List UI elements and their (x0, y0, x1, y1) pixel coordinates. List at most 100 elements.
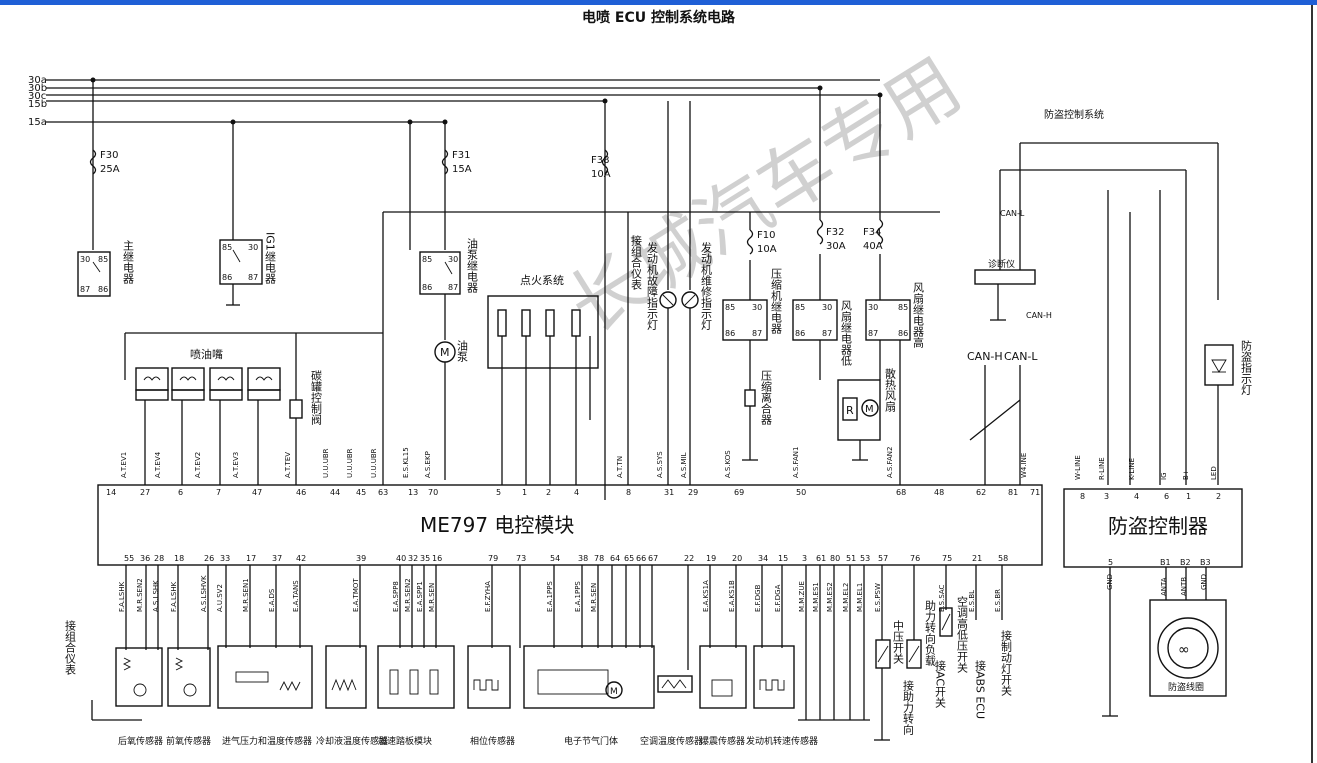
svg-text:B3: B3 (1200, 558, 1211, 567)
diagnostic-connector: 诊断仪 CAN-H (974, 258, 1052, 321)
svg-text:ANTA: ANTA (1160, 577, 1168, 596)
svg-text:M: M (610, 687, 618, 697)
svg-text:53: 53 (860, 554, 870, 563)
svg-text:32: 32 (408, 554, 418, 563)
svg-text:25A: 25A (100, 164, 120, 175)
fuel-pump-relay-label: 油泵继电器 (466, 237, 479, 294)
rail-label: 30a (28, 75, 47, 86)
svg-text:B1: B1 (1160, 558, 1171, 567)
svg-text:M.R.SEN: M.R.SEN (428, 583, 436, 612)
svg-text:35: 35 (420, 554, 430, 563)
svg-text:67: 67 (648, 554, 658, 563)
ig1-relay-label: IG1继电器 (264, 232, 277, 284)
svg-text:加速踏板模块: 加速踏板模块 (378, 735, 432, 747)
svg-text:A.T.EV4: A.T.EV4 (154, 451, 162, 478)
side-labels: 接组合仪表 中压开关 接助力转向 助力转向负载 空调高低压开关 接AC开关 接A… (64, 595, 1013, 735)
svg-text:接制动灯开关: 接制动灯开关 (1000, 630, 1013, 697)
feeders (92, 80, 940, 500)
antitheft-controller-label: 防盗控制器 (1108, 514, 1208, 538)
svg-text:ANTB: ANTB (1180, 577, 1188, 596)
svg-text:58: 58 (998, 554, 1008, 563)
svg-text:85: 85 (98, 255, 108, 264)
ecu-top-pins: 14 27 6 7 47 46 44 45 63 13 70 5 1 2 4 8… (106, 488, 1040, 497)
svg-text:40A: 40A (863, 241, 883, 252)
svg-text:86: 86 (898, 329, 908, 338)
knock-sensor (699, 645, 747, 709)
svg-text:8: 8 (1080, 492, 1085, 501)
svg-text:W4.INE: W4.INE (1020, 453, 1028, 478)
svg-text:30: 30 (822, 303, 832, 312)
svg-text:4: 4 (574, 488, 579, 497)
svg-text:空调高低压开关: 空调高低压开关 (956, 595, 969, 674)
engine-fault-lamp: 发动机故障指示灯 (646, 101, 677, 485)
svg-text:U.U.UBR: U.U.UBR (370, 448, 378, 478)
svg-text:70: 70 (428, 488, 438, 497)
svg-text:E.S.BR: E.S.BR (994, 589, 1002, 612)
svg-text:36: 36 (140, 554, 150, 563)
svg-text:A.S.LSHK: A.S.LSHK (152, 580, 160, 612)
svg-text:31: 31 (664, 488, 674, 497)
compressor-clutch: 压缩离合器 (742, 340, 773, 461)
svg-text:86: 86 (725, 329, 735, 338)
rail-label: 15b (28, 99, 47, 110)
svg-text:85: 85 (795, 303, 805, 312)
ecu-label: ME797 电控模块 (420, 513, 574, 537)
main-relay-label: 主继电器 (122, 240, 135, 285)
svg-text:44: 44 (330, 488, 340, 497)
svg-text:E.A.1PPS: E.A.1PPS (546, 581, 554, 612)
svg-text:10A: 10A (591, 169, 611, 180)
svg-text:47: 47 (252, 488, 262, 497)
svg-text:86: 86 (795, 329, 805, 338)
svg-text:15: 15 (778, 554, 788, 563)
svg-text:防盗指示灯: 防盗指示灯 (1240, 339, 1253, 395)
svg-text:30: 30 (248, 243, 258, 252)
svg-text:28: 28 (154, 554, 164, 563)
sensor-labels: 后氧传感器 前氧传感器 进气压力和温度传感器 冷却液温度传感器 加速踏板模块 相… (118, 735, 818, 747)
ecu-module: ME797 电控模块 (97, 484, 1043, 566)
svg-text:27: 27 (140, 488, 150, 497)
svg-text:48: 48 (934, 488, 944, 497)
window-top-bar (0, 0, 1317, 5)
ac-hilo-switch (939, 607, 953, 637)
svg-text:CAN-L: CAN-L (1000, 209, 1025, 218)
fuse-f38: F38 10A (591, 149, 611, 180)
canister-valve: 碳罐控制阀 (289, 333, 323, 485)
svg-text:30A: 30A (826, 241, 846, 252)
svg-text:19: 19 (706, 554, 716, 563)
svg-text:防盗控制系统: 防盗控制系统 (1044, 108, 1104, 121)
svg-text:相位传感器: 相位传感器 (470, 735, 515, 747)
ig1-relay: 85 30 86 87 IG1继电器 (219, 232, 277, 306)
svg-text:20: 20 (732, 554, 742, 563)
svg-text:IG: IG (1160, 473, 1168, 481)
svg-text:87: 87 (80, 285, 90, 294)
svg-text:65: 65 (624, 554, 634, 563)
svg-text:A.S.MIL: A.S.MIL (680, 452, 688, 478)
compressor-relay: 85 30 86 87 压缩机继电器 (722, 260, 783, 341)
fan-relay-low: 85 30 86 87 风扇继电器低 (792, 254, 853, 367)
svg-text:散热风扇: 散热风扇 (884, 367, 897, 413)
svg-text:E.A.TMOT: E.A.TMOT (352, 578, 360, 612)
svg-text:E.A.1PPS: E.A.1PPS (574, 581, 582, 612)
svg-text:3: 3 (802, 554, 807, 563)
svg-text:76: 76 (910, 554, 920, 563)
svg-text:电子节气门体: 电子节气门体 (564, 735, 618, 747)
svg-text:CAN-H: CAN-H (1026, 311, 1052, 320)
radiator-fan: R M 散热风扇 (819, 340, 901, 485)
svg-text:87: 87 (448, 283, 458, 292)
svg-text:6: 6 (178, 488, 183, 497)
svg-text:14: 14 (106, 488, 116, 497)
fuel-pump: M 油泵 (434, 294, 469, 480)
svg-text:75: 75 (942, 554, 952, 563)
svg-text:71: 71 (1030, 488, 1040, 497)
power-rails: 30a 30b 30c 15b 15a (28, 75, 883, 128)
svg-text:7: 7 (216, 488, 221, 497)
ecu-top-signals: A.T.EV1 A.T.EV4 A.T.EV2 A.T.EV3 A.T.TEV … (120, 447, 1028, 478)
ecu-bottom-signals: F.A.LSHK M.R.SEN2 A.S.LSHK F.A.LSHK A.S.… (118, 575, 1002, 612)
svg-text:10A: 10A (757, 244, 777, 255)
svg-text:30: 30 (868, 303, 878, 312)
svg-text:中压开关: 中压开关 (892, 620, 905, 665)
svg-text:M.M.ZUE: M.M.ZUE (798, 581, 806, 612)
svg-text:接助力转向: 接助力转向 (902, 680, 915, 735)
svg-text:R-LINE: R-LINE (1098, 457, 1106, 480)
svg-text:防盗线圈: 防盗线圈 (1168, 681, 1204, 693)
